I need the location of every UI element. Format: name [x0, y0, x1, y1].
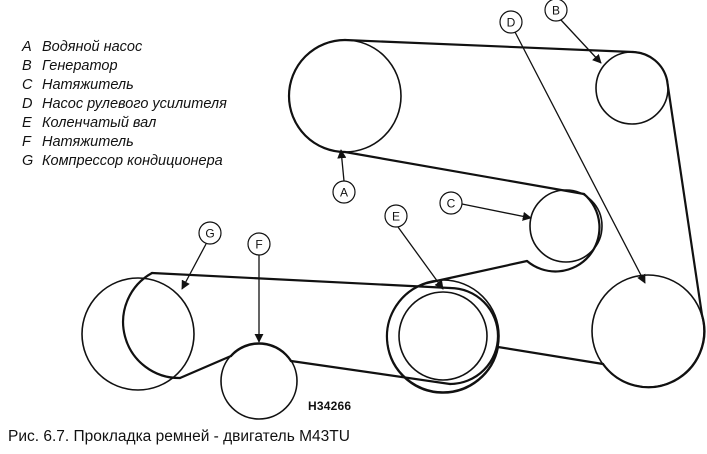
- legend-key: E: [22, 115, 32, 131]
- pulley-crankshaft-inner: [398, 291, 488, 381]
- callout-c-label: C: [447, 197, 456, 211]
- legend-text: Натяжитель: [42, 77, 134, 93]
- callout-e: E: [384, 204, 408, 228]
- legend-key: G: [22, 153, 34, 169]
- callout-c-leader: [461, 203, 532, 221]
- pulley-ac-compressor: [81, 277, 195, 391]
- callout-b: B: [544, 0, 568, 22]
- legend-item-d: D Насос рулевого усилителя: [22, 95, 227, 114]
- legend-text: Водяной насос: [42, 39, 143, 55]
- callout-c: C: [439, 191, 463, 215]
- callout-e-label: E: [392, 210, 400, 224]
- legend-item-f: F Натяжитель: [22, 133, 227, 152]
- legend-key: A: [22, 39, 32, 55]
- figure-caption: Рис. 6.7. Прокладка ремней - двигатель M…: [8, 428, 350, 445]
- legend-text: Коленчатый вал: [42, 115, 157, 131]
- callout-g-label: G: [205, 227, 214, 241]
- callout-d: D: [499, 10, 523, 34]
- callout-f: F: [247, 232, 271, 256]
- legend-text: Насос рулевого усилителя: [42, 96, 227, 112]
- callout-g: G: [198, 221, 222, 245]
- main-belt: [287, 38, 706, 394]
- callout-a-leader: [337, 149, 347, 182]
- legend-key: D: [22, 96, 33, 112]
- legend-item-c: C Натяжитель: [22, 76, 227, 95]
- legend-item-g: G Компрессор кондиционера: [22, 152, 227, 171]
- callout-a: A: [332, 180, 356, 204]
- legend-text: Натяжитель: [42, 134, 134, 150]
- figure-code: H34266: [308, 399, 352, 413]
- callout-d-leader: [514, 31, 646, 284]
- callout-b-label: B: [552, 4, 560, 18]
- legend-item-a: A Водяной насос: [22, 38, 227, 57]
- callout-d-label: D: [507, 16, 516, 30]
- callout-e-leader: [397, 226, 444, 290]
- legend-key: B: [22, 58, 32, 74]
- legend-text: Генератор: [42, 58, 118, 74]
- callout-g-leader: [181, 243, 207, 290]
- legend-text: Компрессор кондиционера: [42, 153, 223, 169]
- legend-item-b: B Генератор: [22, 57, 227, 76]
- callout-b-leader: [560, 19, 602, 64]
- callout-f-label: F: [255, 238, 262, 252]
- ac-belt: [122, 271, 500, 386]
- legend-item-e: E Коленчатый вал: [22, 114, 227, 133]
- legend-key: C: [22, 77, 33, 93]
- legend-key: F: [22, 134, 31, 150]
- callout-a-label: A: [340, 186, 348, 200]
